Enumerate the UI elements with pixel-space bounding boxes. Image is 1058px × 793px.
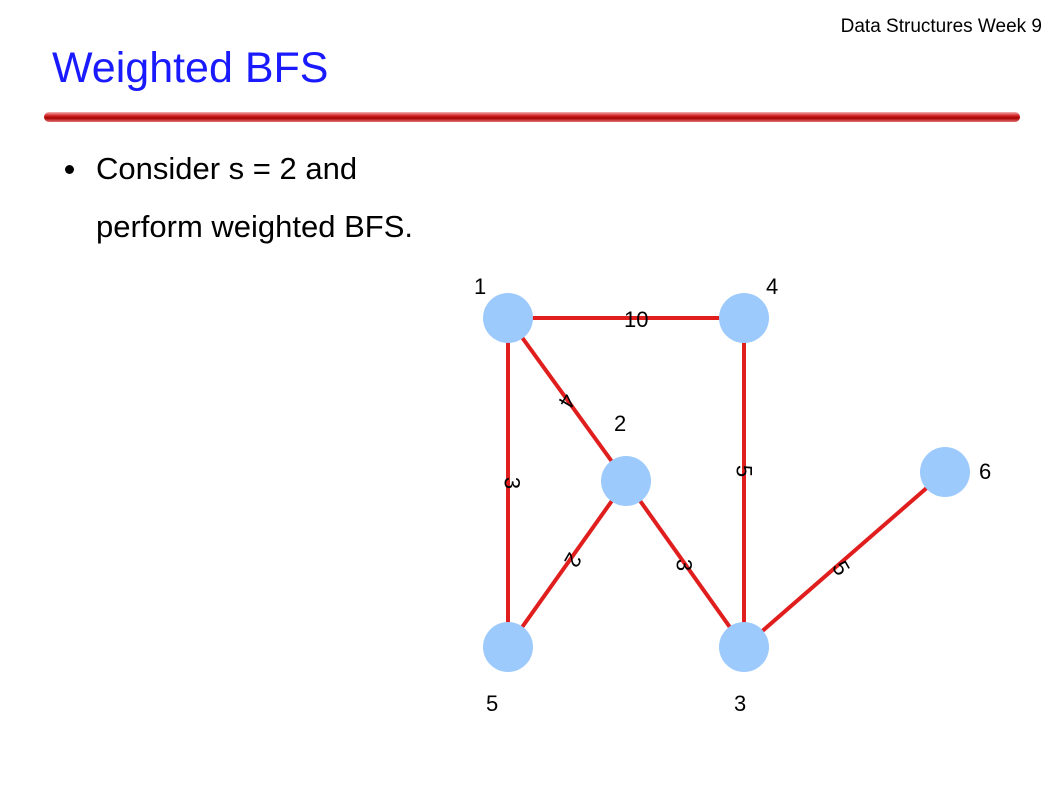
node-5 (483, 622, 533, 672)
node-3 (719, 622, 769, 672)
node-label-1: 1 (474, 274, 486, 299)
edge-3-6 (742, 470, 947, 649)
slide-title: Weighted BFS (52, 44, 329, 92)
node-2 (601, 456, 651, 506)
weight-label-4-3: 5 (732, 465, 757, 477)
edge-1-2 (506, 316, 628, 483)
bullet-line-1: Consider s = 2 and (96, 151, 358, 186)
node-label-3: 3 (734, 691, 746, 716)
title-divider (44, 112, 1020, 122)
weight-label-3-6: 5 (827, 556, 855, 579)
edge-2-3 (624, 479, 746, 649)
weight-label-1-2: 4 (553, 389, 581, 412)
weight-label-1-4: 10 (624, 307, 648, 332)
node-label-6: 6 (979, 459, 991, 484)
weight-label-2-3: 3 (672, 559, 697, 571)
bullet-line-2: perform weighted BFS. (96, 209, 414, 244)
node-1 (483, 293, 533, 343)
node-label-4: 4 (766, 274, 778, 299)
bullet-dot-icon (65, 165, 74, 174)
node-label-2: 2 (614, 411, 626, 436)
weight-label-1-5: 3 (500, 477, 525, 489)
course-header: Data Structures Week 9 (840, 16, 1042, 37)
bullet-list: Consider s = 2 and perform weighted BFS. (62, 140, 413, 256)
edge-2-5 (506, 479, 628, 649)
bullet-item: Consider s = 2 and perform weighted BFS. (62, 140, 413, 256)
node-6 (920, 447, 970, 497)
node-label-5: 5 (486, 691, 498, 716)
node-4 (719, 293, 769, 343)
